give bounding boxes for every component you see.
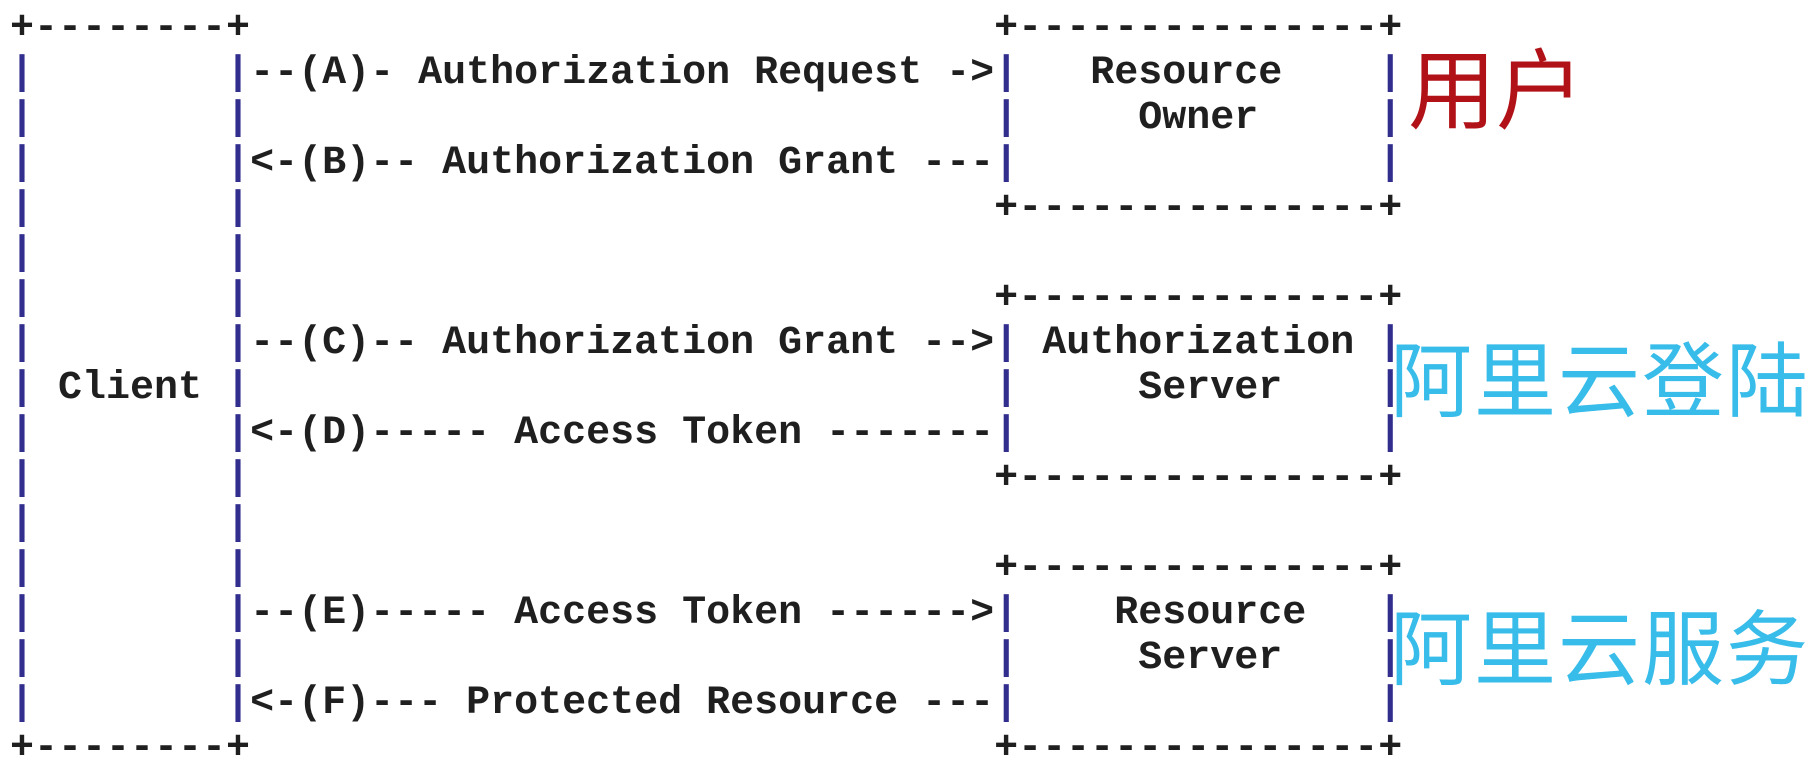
- annotation-user: 用户: [1408, 40, 1585, 143]
- annotation-aliyun-login: 阿里云登陆: [1390, 335, 1811, 430]
- annotation-aliyun-service: 阿里云服务: [1390, 603, 1811, 698]
- ascii-diagram: +--------+ +---------------+ | |--(A)- A…: [10, 6, 1403, 771]
